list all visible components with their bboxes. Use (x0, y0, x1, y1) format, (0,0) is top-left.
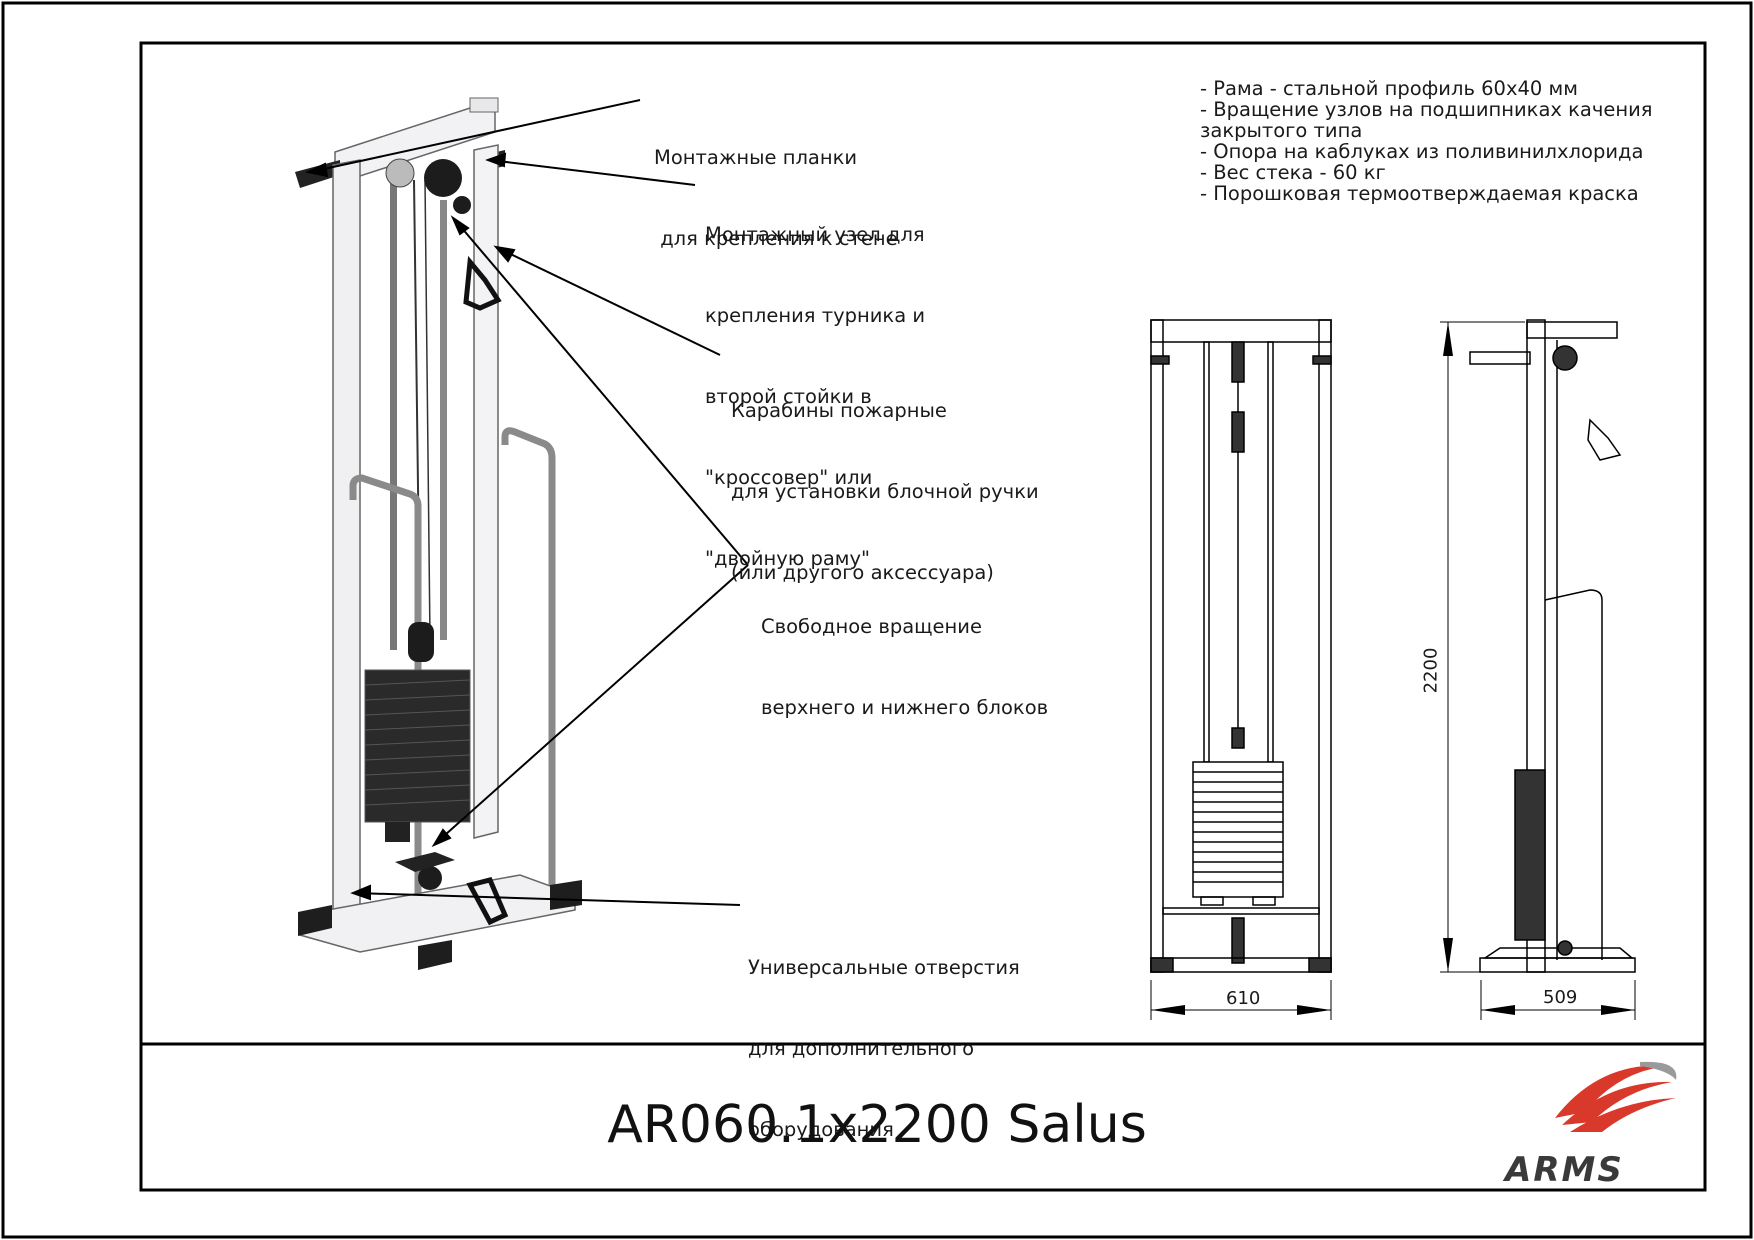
callout-line: оборудования (748, 1118, 894, 1141)
drawing-frame (139, 41, 1707, 1192)
spec-item: - Порошковая термоотверждаемая краска (1200, 182, 1639, 205)
callout-line: крепления турника и (705, 304, 926, 327)
callout-mounting-node: Монтажный узел для крепления турника и в… (705, 167, 925, 599)
specifications-list: - Рама - стальной профиль 60x40 мм - Вра… (1200, 78, 1653, 204)
callout-mounting-plates: Монтажные планки для крепления к стене (654, 90, 898, 279)
callout-line: Универсальные отверстия (748, 956, 1020, 979)
dimension-width-label: 610 (1226, 988, 1261, 1009)
callout-line: верхнего и нижнего блоков (761, 696, 1049, 719)
side-view (1440, 319, 1636, 1020)
dimension-height-label: 2200 (1420, 647, 1442, 694)
dimension-depth-label: 509 (1543, 987, 1578, 1008)
weight-stack (364, 622, 471, 842)
spec-item: - Рама - стальной профиль 60x40 мм (1200, 77, 1578, 100)
front-view (1150, 319, 1332, 1020)
callout-line: второй стойки в (705, 385, 872, 408)
callout-line: (или другого аксессуара) (731, 561, 994, 584)
machine-3d-view (295, 97, 582, 970)
callout-line: для установки блочной ручки (731, 480, 1039, 503)
spec-item: закрытого типа (1200, 119, 1363, 142)
callout-line: Монтажный узел для (705, 223, 925, 246)
arms-logo-icon (1555, 1061, 1677, 1132)
callout-line: Карабины пожарные (731, 399, 947, 422)
callout-universal-holes: Универсальные отверстия для дополнительн… (748, 900, 1020, 1170)
callout-line: "кроссовер" или (705, 466, 873, 489)
callout-free-rotation: Свободное вращение верхнего и нижнего бл… (761, 559, 1048, 748)
callout-line: Монтажные планки (654, 146, 858, 169)
model-title: AR060.1x2200 Salus (607, 1095, 1147, 1155)
brand-name: ARMS (1505, 1150, 1624, 1190)
callout-line: "двойную раму" (705, 547, 870, 570)
callout-line: для крепления к стене (654, 227, 898, 250)
callout-line: Свободное вращение (761, 615, 982, 638)
leader-lines (304, 99, 749, 906)
spec-item: - Вращение узлов на подшипниках качения (1200, 98, 1653, 121)
callout-line: для дополнительного (748, 1037, 975, 1060)
spec-item: - Опора на каблуках из поливинилхлорида (1200, 140, 1644, 163)
callout-carabiners: Карабины пожарные для установки блочной … (731, 343, 1039, 613)
spec-item: - Вес стека - 60 кг (1200, 161, 1386, 184)
